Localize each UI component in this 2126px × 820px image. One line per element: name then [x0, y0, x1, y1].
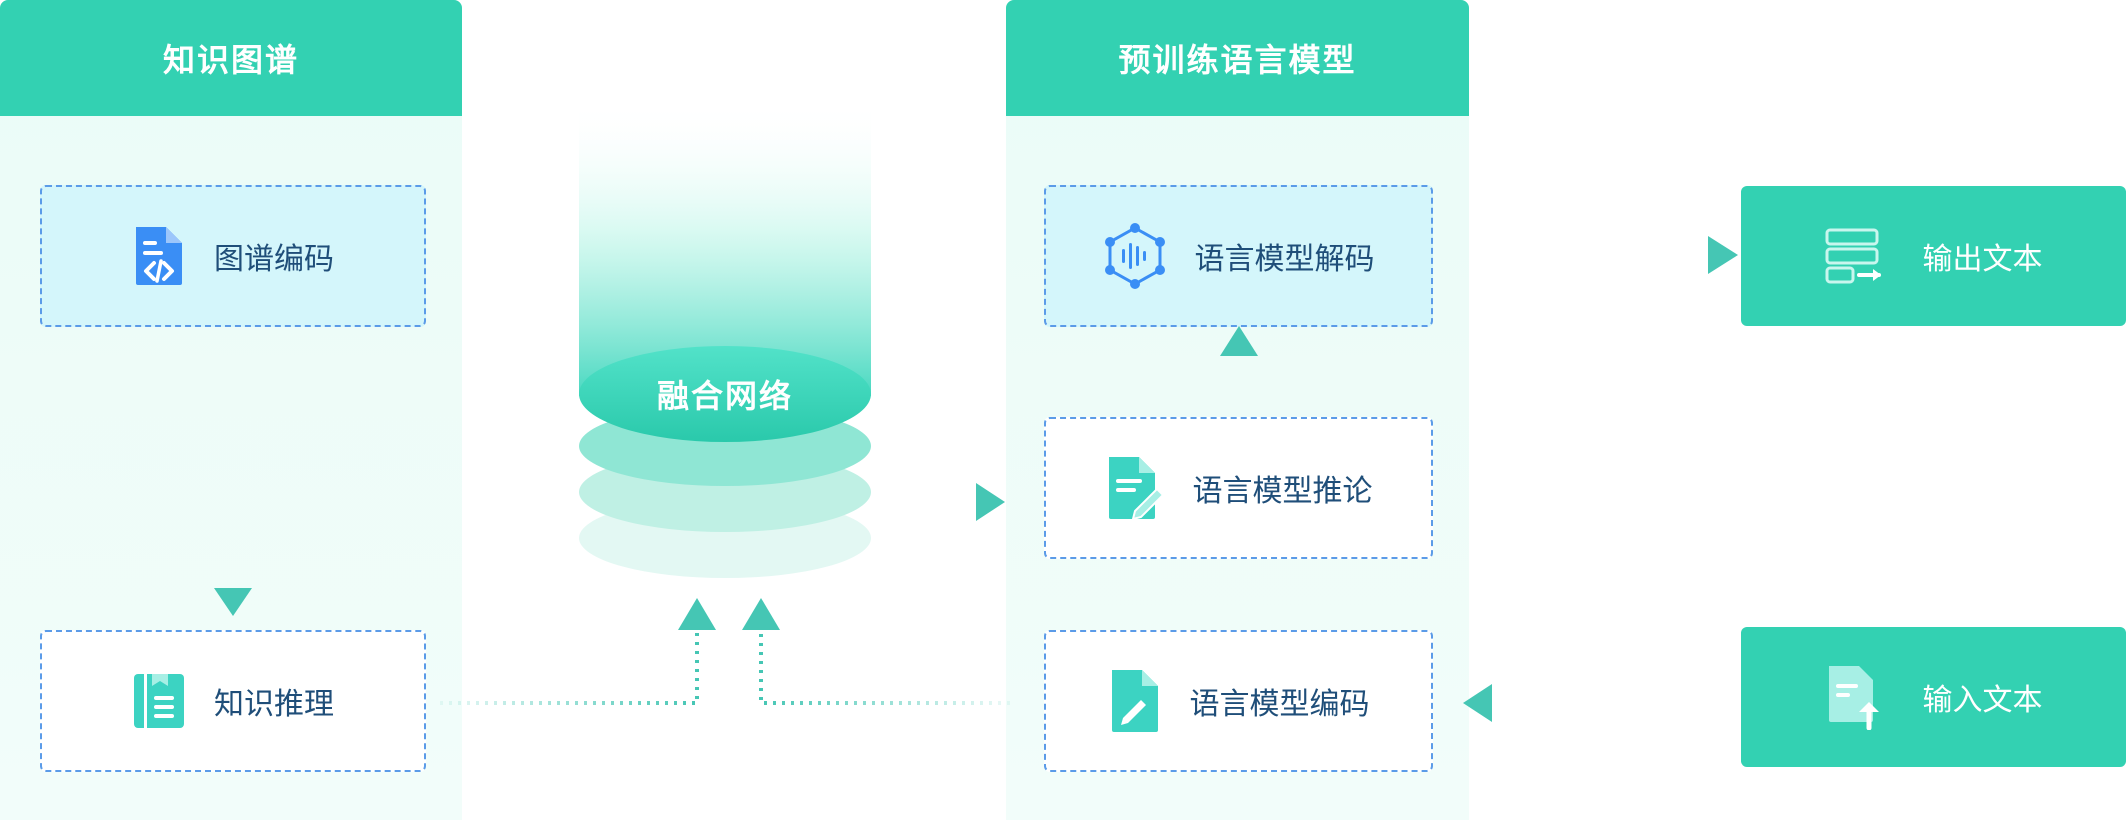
arrow-decoding-to-output	[1490, 236, 1738, 274]
upload-document-icon	[1825, 664, 1885, 730]
arrow-lm-encoding-to-fusion	[742, 598, 1010, 705]
lm-decoding-node[interactable]: 语言模型解码	[1044, 185, 1433, 327]
output-text-box[interactable]: 输出文本	[1741, 186, 2126, 326]
notebook-icon	[132, 672, 186, 730]
arrow-fusion-to-lm-reasoning	[885, 483, 1005, 521]
lm-reasoning-node[interactable]: 语言模型推论	[1044, 417, 1433, 559]
edit-document-icon	[1105, 455, 1165, 521]
lm-encoding-label: 语言模型编码	[1189, 687, 1370, 722]
fusion-network-label: 融合网络	[656, 377, 793, 415]
output-list-icon	[1825, 228, 1885, 284]
code-document-icon	[132, 225, 186, 287]
arrow-input-to-lm-encoding	[1463, 684, 1712, 722]
arrow-reasoning-to-fusion	[440, 598, 716, 705]
neural-network-icon	[1103, 223, 1167, 289]
lm-reasoning-label: 语言模型推论	[1192, 474, 1373, 509]
output-text-label: 输出文本	[1922, 242, 2043, 277]
graph-encoding-node[interactable]: 图谱编码	[40, 185, 426, 327]
arrow-encoding-to-reasoning	[214, 360, 252, 616]
lm-decoding-label: 语言模型解码	[1194, 242, 1375, 277]
arrow-lm-reasoning-to-decoding	[1220, 326, 1258, 408]
pretrained-lm-title: 预训练语言模型	[1006, 0, 1469, 116]
knowledge-graph-title: 知识图谱	[0, 0, 462, 116]
input-text-label: 输入文本	[1922, 683, 2043, 718]
knowledge-reasoning-label: 知识推理	[214, 687, 334, 722]
fusion-layer-top	[579, 346, 871, 442]
input-text-box[interactable]: 输入文本	[1741, 627, 2126, 767]
lm-encoding-node[interactable]: 语言模型编码	[1044, 630, 1433, 772]
knowledge-reasoning-node[interactable]: 知识推理	[40, 630, 426, 772]
pen-document-icon	[1108, 668, 1162, 734]
graph-encoding-label: 图谱编码	[214, 242, 334, 277]
